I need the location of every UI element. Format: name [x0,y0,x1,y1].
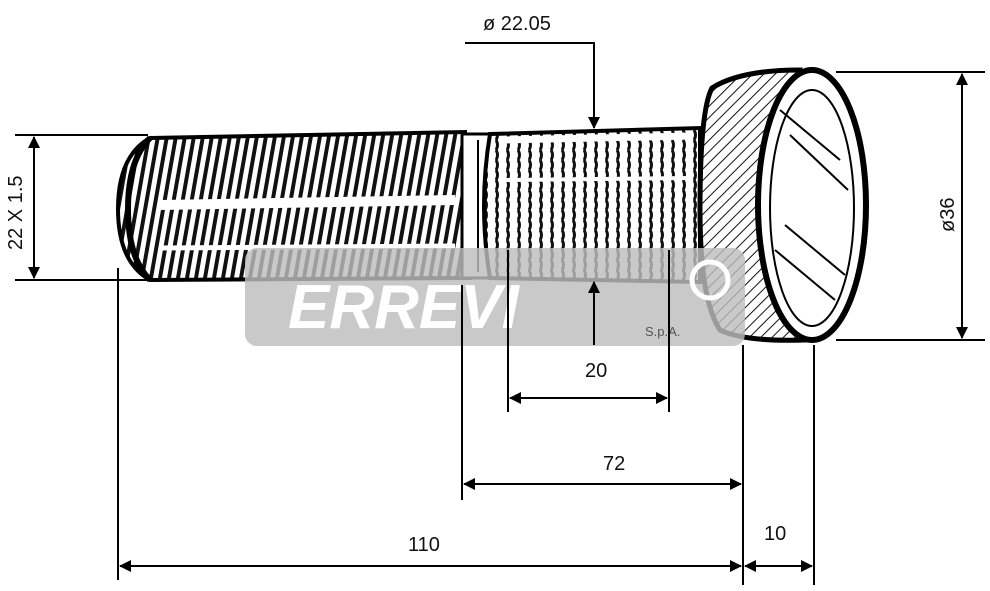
registered-mark-icon [689,259,731,301]
dimension-knurl-length: 20 [509,360,668,404]
watermark-banner [245,248,745,346]
dimension-knurl-diameter: ø 22.05 [465,13,600,345]
dimension-shank-length-label: 72 [603,453,625,475]
bolt-thread-section [115,129,473,283]
dimension-head-length: 10 [744,523,813,572]
dimension-total-length: 110 [119,534,742,572]
extension-lines [117,250,815,585]
dimension-shank-length: 72 [463,453,742,490]
watermark-suffix: S.p.A. [645,324,680,339]
dimension-knurl-length-label: 20 [585,360,607,382]
dimension-head-length-label: 10 [764,523,786,545]
dimension-knurl-diameter-label: ø 22.05 [483,13,551,35]
dimension-head-diameter-label: ø36 [937,198,959,232]
dimension-thread: 22 X 1.5 [5,134,148,281]
watermark-brand: ERREVI [288,273,521,342]
dimension-total-length-label: 110 [408,534,440,556]
watermark: ERREVI S.p.A. [245,248,745,346]
dimension-thread-label: 22 X 1.5 [5,175,27,250]
dimension-head-diameter: ø36 [836,71,985,341]
